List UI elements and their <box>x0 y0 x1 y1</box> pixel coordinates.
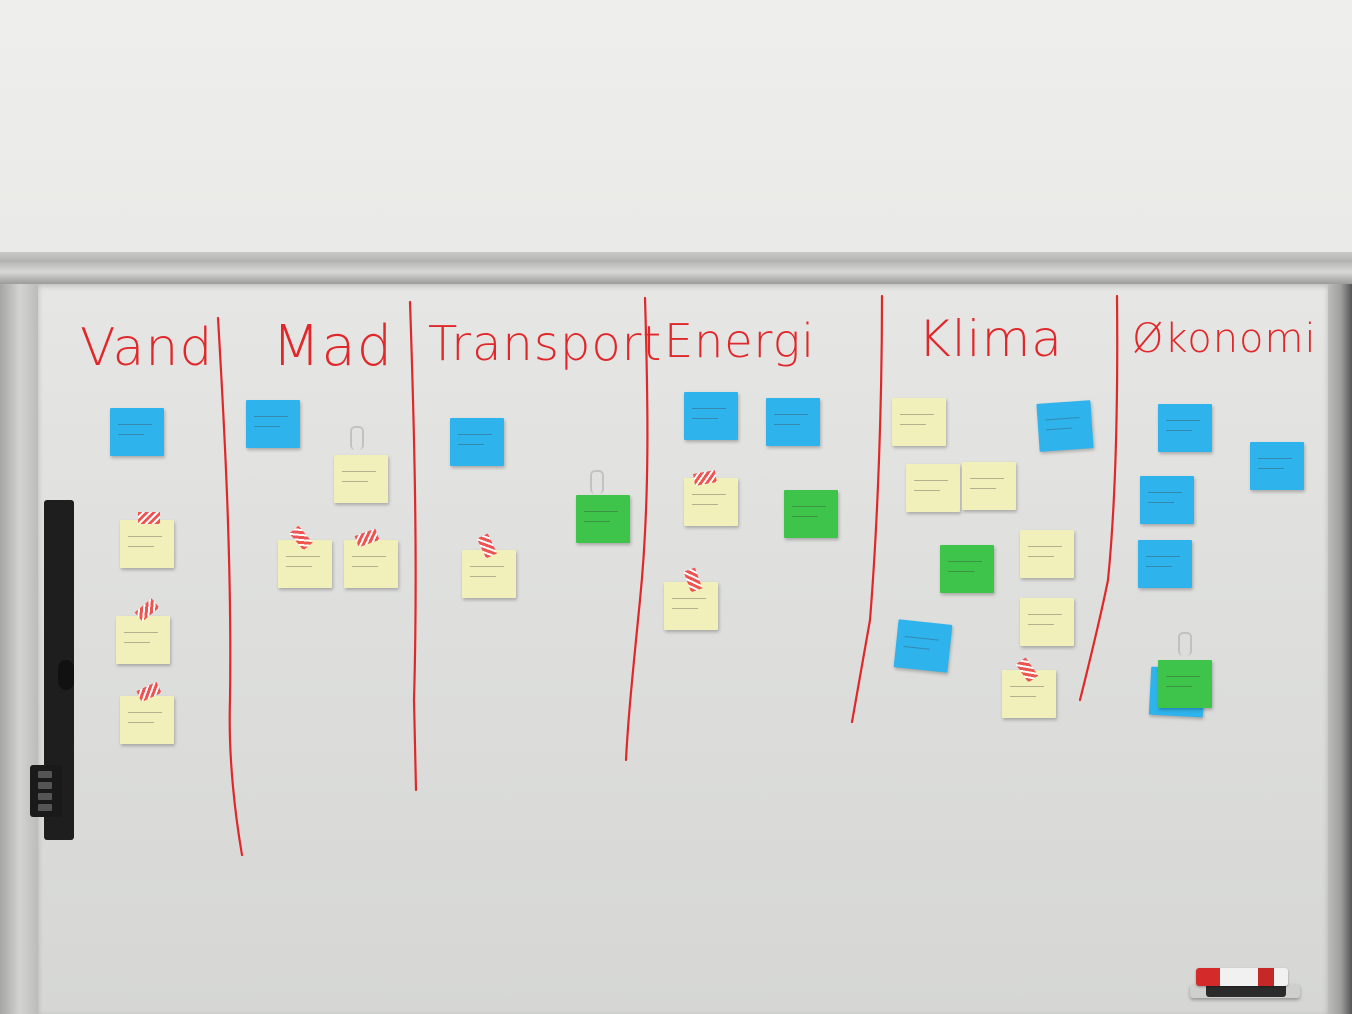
sticky-note <box>784 490 838 538</box>
magnet-clip <box>350 426 364 450</box>
tape-strip <box>138 512 160 524</box>
whiteboard-frame-left <box>0 284 40 1014</box>
divider-line-1 <box>216 316 244 857</box>
magnet-clip <box>1178 632 1192 656</box>
sticky-note <box>1158 660 1212 708</box>
column-title-mad: Mad <box>272 314 394 379</box>
divider-line-3 <box>624 296 649 762</box>
sticky-note <box>1020 530 1074 578</box>
sticky-note <box>892 398 946 446</box>
magnet-clip <box>590 470 604 494</box>
red-marker <box>1196 968 1288 986</box>
sticky-note <box>576 495 630 543</box>
sticky-note <box>962 462 1016 510</box>
sticky-note <box>110 408 164 456</box>
sticky-note <box>893 619 953 673</box>
board-control-box <box>30 765 62 817</box>
sticky-note <box>940 545 994 593</box>
sticky-note <box>684 478 738 526</box>
sticky-note <box>120 520 174 568</box>
sticky-note <box>116 616 170 664</box>
sticky-note <box>334 455 388 503</box>
sticky-note <box>1036 400 1094 452</box>
whiteboard-frame-right <box>1324 284 1352 1014</box>
sticky-note <box>344 540 398 588</box>
sticky-note <box>120 696 174 744</box>
sticky-note <box>906 464 960 512</box>
sticky-note <box>1158 404 1212 452</box>
column-title-okonomi: Økonomi <box>1132 316 1317 362</box>
column-title-klima: Klima <box>918 310 1063 368</box>
sticky-note <box>462 550 516 598</box>
sticky-note <box>1138 540 1192 588</box>
divider-line-5 <box>1078 294 1119 702</box>
column-title-vand: Vand <box>80 318 214 378</box>
sticky-note <box>1020 598 1074 646</box>
column-title-energi: Energi <box>664 314 816 368</box>
whiteboard-frame-top <box>0 262 1352 284</box>
divider-line-4 <box>850 294 884 724</box>
sticky-note <box>1002 670 1056 718</box>
sticky-note <box>1140 476 1194 524</box>
sticky-note <box>246 400 300 448</box>
sticky-note <box>684 392 738 440</box>
sticky-note <box>1250 442 1304 490</box>
divider-line-2 <box>408 300 418 792</box>
board-knob <box>58 660 74 690</box>
sticky-note <box>450 418 504 466</box>
column-title-transport: Transport <box>428 316 663 372</box>
sticky-note <box>766 398 820 446</box>
dark-marker <box>1206 983 1286 997</box>
